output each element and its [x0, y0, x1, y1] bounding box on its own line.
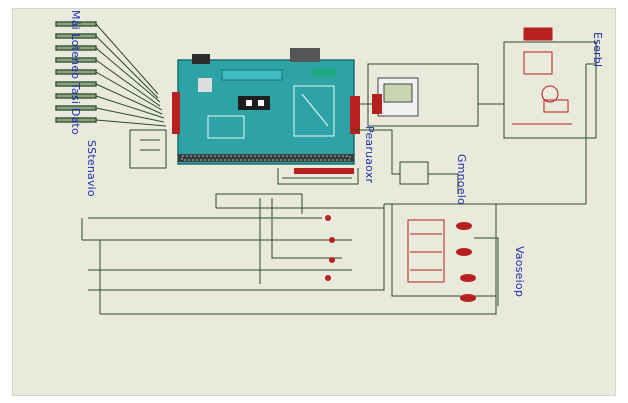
output-driver [478, 27, 597, 204]
sensor-block [129, 129, 167, 169]
input-label-1: Mái Loteneo Tasi Dato [69, 10, 82, 135]
right-label: Eserbl [591, 32, 604, 68]
mid-label-1: Pearuaoxr [363, 126, 376, 184]
input-pin [55, 21, 97, 27]
input-wires [95, 23, 167, 127]
schematic-canvas: Mái Loteneo Tasi Dato SStenavio Pearuaox… [12, 8, 616, 396]
lcd-module [360, 63, 479, 127]
relay-label: Vaoseiop [513, 246, 526, 298]
circuit-wires [55, 21, 597, 315]
microcontroller-board [172, 48, 360, 165]
relay-bank [391, 203, 499, 306]
transistor-row [294, 168, 354, 281]
mid-label-2: Gmnoelo [455, 154, 468, 205]
input-label-2: SStenavio [85, 140, 98, 197]
